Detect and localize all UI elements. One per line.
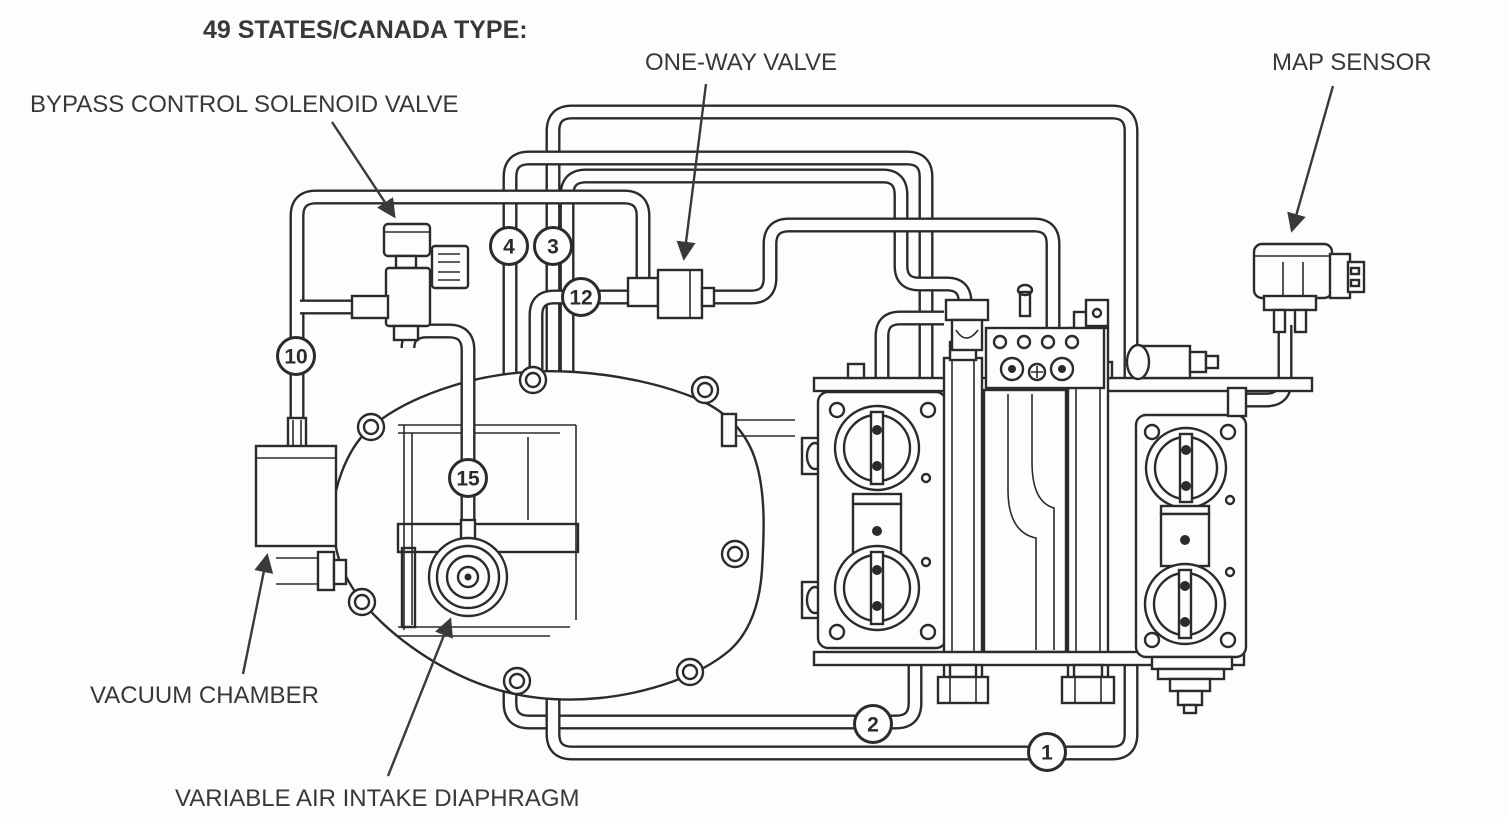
one-way-leader-arrow bbox=[676, 83, 708, 261]
engine-elbow-pipe bbox=[874, 310, 944, 382]
vacuum-hoses bbox=[289, 104, 1293, 761]
one-way-valve bbox=[626, 268, 716, 320]
map-sensor bbox=[1252, 242, 1366, 334]
diaphragm-leader-arrow bbox=[386, 617, 453, 777]
callout-12: 12 bbox=[561, 277, 601, 317]
callout-4: 4 bbox=[489, 226, 529, 266]
chamber-body bbox=[254, 444, 338, 548]
callout-10-number: 10 bbox=[284, 346, 307, 369]
map-sensor-label: MAP SENSOR bbox=[1272, 49, 1432, 76]
vacuum-leader-arrow bbox=[241, 553, 274, 675]
bypass-solenoid-label: BYPASS CONTROL SOLENOID VALVE bbox=[30, 91, 459, 118]
rail-fitting bbox=[944, 298, 990, 322]
vacuum-chamber-label: VACUUM CHAMBER bbox=[90, 682, 319, 709]
one-way-valve-outlet-hose bbox=[700, 217, 1061, 335]
gasket-bolt-ears bbox=[347, 365, 750, 696]
callout-4-number: 4 bbox=[503, 236, 515, 259]
map-sensor-body bbox=[1252, 242, 1334, 300]
solenoid-cap bbox=[382, 222, 432, 258]
callout-3: 3 bbox=[533, 226, 573, 266]
throttle-body-assembly bbox=[800, 283, 1314, 715]
one-way-valve-body bbox=[656, 268, 704, 320]
one-way-valve-label: ONE-WAY VALVE bbox=[645, 49, 837, 76]
bypass-leader-arrow bbox=[330, 121, 396, 219]
diaphragm-label: VARIABLE AIR INTAKE DIAPHRAGM bbox=[175, 785, 580, 812]
bypass-control-solenoid-valve bbox=[350, 222, 470, 342]
map-leader-arrow bbox=[1287, 85, 1335, 233]
map-sensor-connector bbox=[1328, 252, 1366, 300]
callout-12-number: 12 bbox=[569, 287, 592, 310]
chamber-port bbox=[276, 550, 348, 592]
chamber-nipple bbox=[286, 416, 308, 450]
callout-2-number: 2 bbox=[867, 714, 879, 737]
labels: 49 STATES/CANADA TYPE: BYPASS CONTROL SO… bbox=[30, 16, 1432, 812]
engine-bottom-plate bbox=[812, 650, 1246, 667]
one-way-valve-tee bbox=[626, 276, 660, 308]
callout-2: 2 bbox=[853, 704, 893, 744]
cover-port-stub bbox=[720, 412, 795, 448]
callout-10: 10 bbox=[276, 336, 316, 376]
callout-1-number: 1 bbox=[1041, 742, 1053, 765]
numbered-callouts: 4 3 12 10 15 2 1 bbox=[276, 226, 1067, 772]
solenoid-connector bbox=[430, 244, 470, 290]
solenoid-body bbox=[384, 266, 432, 328]
callout-3-number: 3 bbox=[547, 236, 559, 259]
rail-left bbox=[942, 356, 984, 692]
solenoid-bottom-fitting bbox=[392, 324, 420, 342]
intake-manifold-cover bbox=[331, 365, 795, 701]
cover-interior-lines bbox=[396, 424, 580, 637]
callout-1: 1 bbox=[1027, 732, 1067, 772]
diagram-title: 49 STATES/CANADA TYPE: bbox=[203, 16, 528, 44]
callout-15: 15 bbox=[448, 458, 488, 498]
dashpot bbox=[1125, 343, 1220, 381]
variable-air-intake-diaphragm bbox=[427, 518, 509, 618]
solenoid-left-stub bbox=[350, 294, 390, 320]
map-hose-fitting bbox=[1226, 386, 1248, 418]
vacuum-chamber bbox=[254, 416, 348, 592]
callout-15-number: 15 bbox=[456, 468, 480, 491]
